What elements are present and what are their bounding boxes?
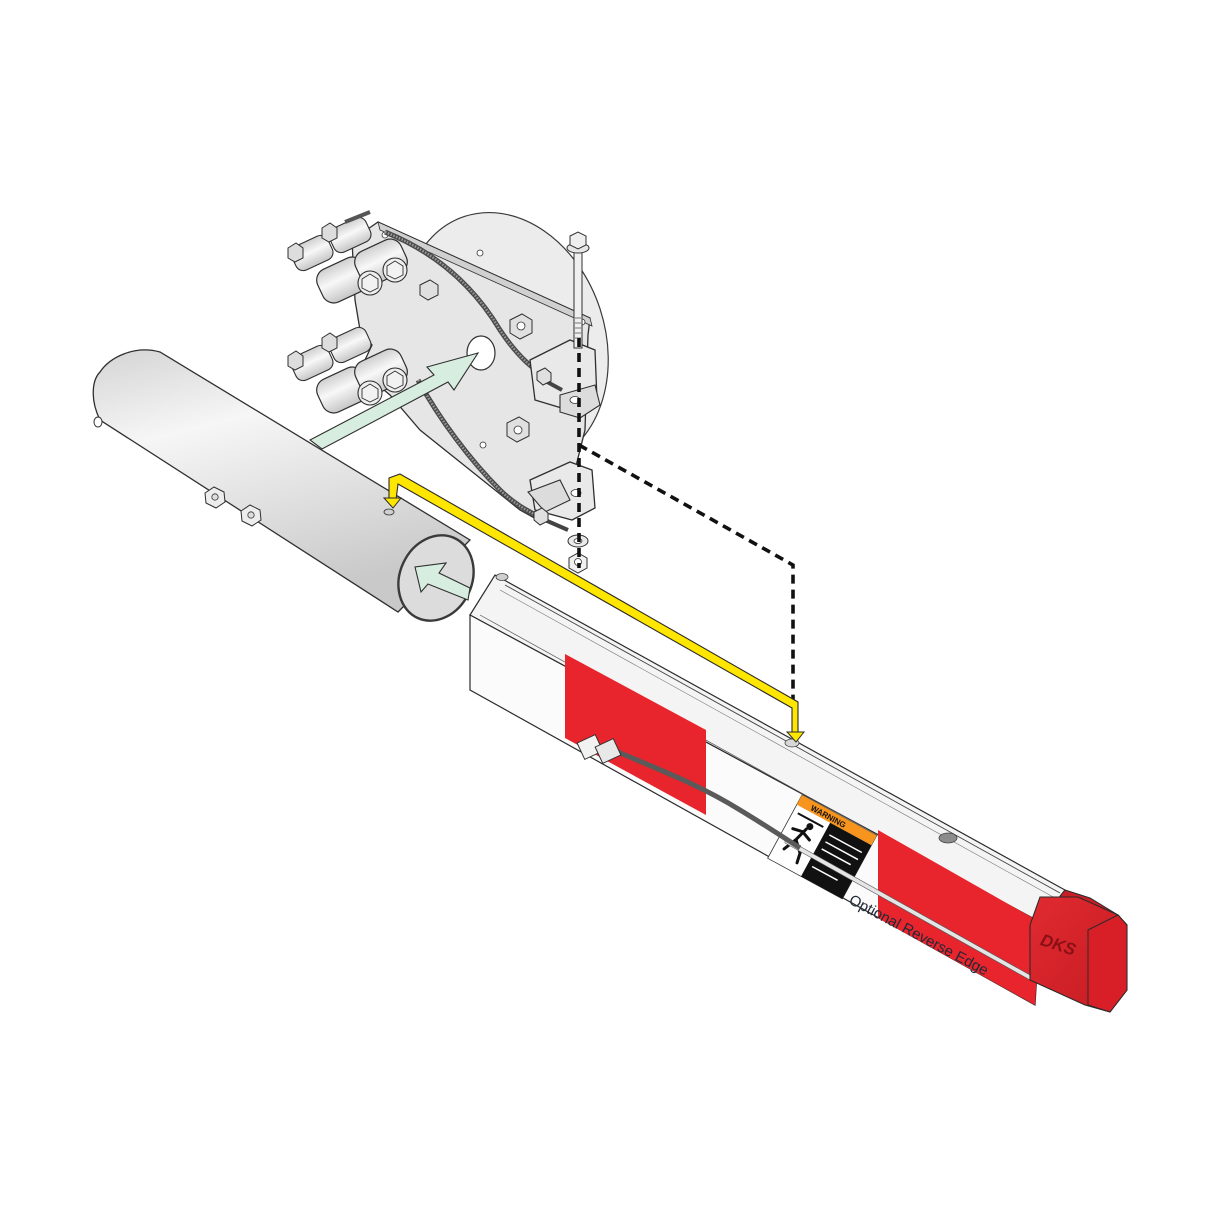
plate-nut xyxy=(506,416,530,443)
spring-assembly-upper xyxy=(287,210,408,304)
plate-center-hole xyxy=(466,335,496,371)
bolt-head xyxy=(569,231,587,250)
warning-label: WARNING xyxy=(767,794,878,900)
alignment-dashed-line xyxy=(577,338,795,700)
connector-cable xyxy=(617,749,802,851)
reverse-edge-connector xyxy=(576,733,802,851)
mounting-plate-group xyxy=(287,210,609,532)
boom-top-face xyxy=(469,574,1066,923)
plate-nut xyxy=(419,279,439,301)
end-cap: DKS xyxy=(1029,889,1128,1013)
spring-assembly-lower xyxy=(287,326,408,414)
boom-arm xyxy=(469,573,1066,1006)
insert-arrow-plate xyxy=(308,352,480,450)
insert-arrow-hub xyxy=(414,562,471,601)
hub-tube-hole xyxy=(383,508,395,516)
plate-nut xyxy=(509,313,533,340)
